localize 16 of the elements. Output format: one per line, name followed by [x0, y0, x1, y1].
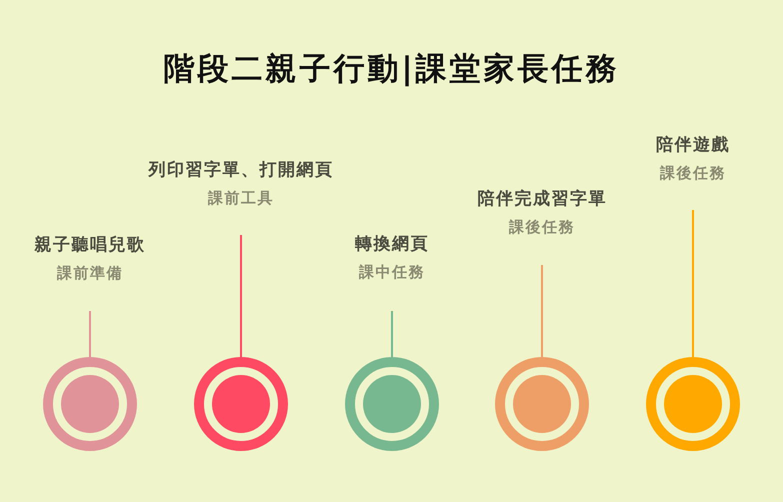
step-subtitle: 課前工具 — [208, 189, 274, 208]
step-subtitle: 課中任務 — [359, 263, 425, 282]
step-title: 陪伴完成習字單 — [477, 188, 607, 210]
leader-line — [692, 210, 694, 357]
leader-line — [89, 311, 91, 357]
step-title: 親子聽唱兒歌 — [34, 234, 146, 256]
leader-line — [541, 265, 543, 357]
step-subtitle: 課後任務 — [660, 164, 726, 183]
step-subtitle: 課後任務 — [509, 218, 575, 237]
leader-line — [240, 235, 242, 357]
step-title: 轉換網頁 — [355, 233, 429, 255]
step-subtitle: 課前準備 — [57, 264, 123, 283]
diagram-title: 階段二親子行動|課堂家長任務 — [163, 51, 620, 87]
step-title: 列印習字單、打開網頁 — [148, 159, 334, 181]
leader-line — [391, 311, 393, 357]
step-title: 陪伴遊戲 — [656, 134, 730, 156]
